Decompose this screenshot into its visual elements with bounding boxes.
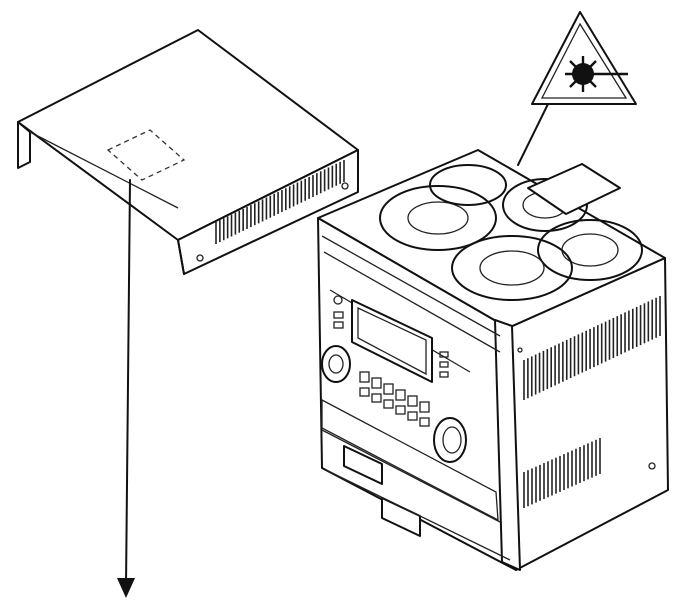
unit-front-edge: [494, 319, 521, 571]
control-button: [359, 387, 370, 397]
volume-knob: [433, 417, 467, 463]
control-buttons: [359, 371, 430, 427]
side-buttons: [439, 351, 449, 378]
laser-warning-sign: [517, 11, 637, 166]
control-button: [395, 389, 406, 401]
cover-screw-left: [196, 254, 204, 262]
disc-5: [429, 164, 507, 206]
control-button: [407, 411, 418, 421]
control-button: [383, 399, 394, 409]
cover-fold-line: [29, 131, 179, 209]
stereo-unit: [317, 149, 669, 571]
cover-left-flange: [17, 121, 31, 169]
control-button: [419, 417, 430, 427]
disc-tray-lid: [527, 163, 621, 215]
arrowhead-icon: [117, 578, 135, 598]
label-pointer-arrow: [117, 179, 135, 598]
cover-label-area: [106, 129, 186, 181]
display-window: [351, 299, 433, 383]
cassette-deck-a: [343, 445, 383, 485]
side-screw: [648, 462, 656, 470]
cover-vent-slots: [215, 160, 345, 244]
control-button: [383, 383, 394, 395]
cassette-panel-top: [321, 398, 499, 522]
top-cover: [17, 29, 359, 275]
cover-screw-right: [341, 182, 349, 190]
side-vent-slots-lower: [523, 438, 601, 508]
control-button: [371, 393, 382, 403]
side-vent-slots-upper: [523, 296, 661, 400]
disc-2: [502, 178, 588, 232]
control-button: [359, 371, 370, 383]
control-button: [407, 395, 418, 407]
laser-leader-line: [517, 103, 549, 166]
cd-changer-discs: [379, 163, 643, 301]
power-button: [333, 295, 343, 305]
disc-4: [451, 235, 573, 301]
unit-front-panel: [317, 217, 517, 571]
cover-front-edge: [177, 239, 185, 275]
disc-3: [537, 219, 643, 281]
jog-dial: [321, 345, 351, 383]
control-button: [395, 405, 406, 415]
control-button: [371, 377, 382, 389]
control-button: [419, 401, 430, 413]
indicator-1: [333, 311, 344, 319]
indicator-2: [333, 321, 344, 329]
disc-1: [379, 185, 497, 251]
